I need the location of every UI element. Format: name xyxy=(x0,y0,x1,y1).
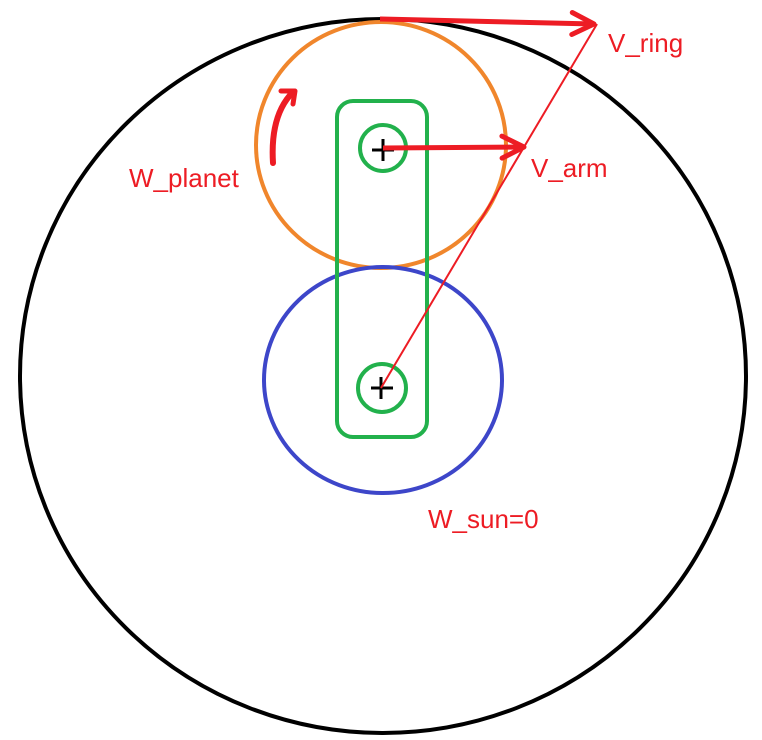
carrier-arm xyxy=(335,99,429,439)
w-planet-arrowhead-icon xyxy=(278,88,298,107)
sun-pivot-circle xyxy=(356,362,408,414)
v-ring-arrow xyxy=(379,9,597,37)
w-sun-label: W_sun=0 xyxy=(428,504,539,534)
w-planet-label: W_planet xyxy=(129,163,240,193)
v-ring-label: V_ring xyxy=(608,28,683,58)
v-arm-label: V_arm xyxy=(531,153,608,183)
velocity-distribution-line xyxy=(380,23,598,389)
sun-gear xyxy=(262,265,504,495)
v-arm-arrow xyxy=(382,133,527,161)
w-planet-rotation-arrow xyxy=(269,89,296,166)
